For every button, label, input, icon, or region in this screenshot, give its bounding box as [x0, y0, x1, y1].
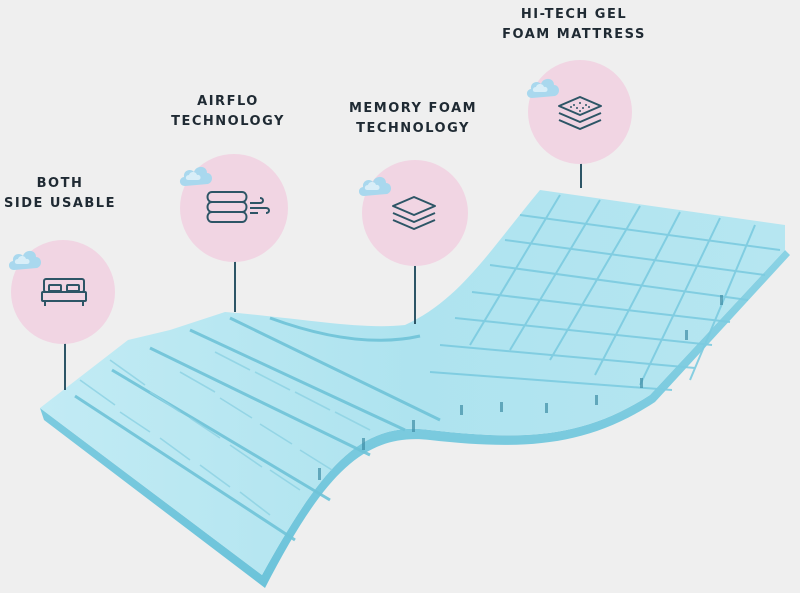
feature-label-line: MEMORY FOAM — [348, 101, 478, 116]
stacked-layers-icon — [392, 196, 436, 230]
feature-label-both-side: BOTH SIDE USABLE — [4, 174, 116, 214]
connector-line-airflo — [234, 252, 236, 312]
dotted-layers-icon — [558, 96, 602, 130]
connector-line-gel — [580, 160, 582, 188]
connector-line-memory-foam — [414, 262, 416, 324]
mattress-grooves — [74, 316, 441, 542]
feature-label-line: SIDE USABLE — [4, 196, 116, 211]
cloud-icon — [526, 78, 560, 98]
feature-label-line: AIRFLO — [197, 94, 259, 109]
feature-label-line: TECHNOLOGY — [356, 121, 470, 136]
feature-label-gel: HI-TECH GEL FOAM MATTRESS — [502, 5, 646, 45]
mattress-grid — [429, 194, 781, 391]
cloud-icon — [8, 250, 42, 270]
feature-label-airflo: AIRFLO TECHNOLOGY — [171, 92, 285, 132]
feature-label-line: FOAM MATTRESS — [502, 27, 646, 42]
feature-label-line: HI-TECH GEL — [520, 7, 628, 22]
feature-label-line: BOTH — [36, 176, 84, 191]
cloud-icon — [358, 176, 392, 196]
feature-label-line: TECHNOLOGY — [171, 114, 285, 129]
cloud-icon — [179, 166, 213, 186]
mattress-top-surface — [40, 190, 785, 575]
bed-icon — [41, 278, 87, 306]
folded-blanket-airflow-icon — [206, 191, 270, 223]
feature-label-memory-foam: MEMORY FOAM TECHNOLOGY — [349, 99, 477, 139]
connector-line-both-side — [64, 332, 66, 390]
